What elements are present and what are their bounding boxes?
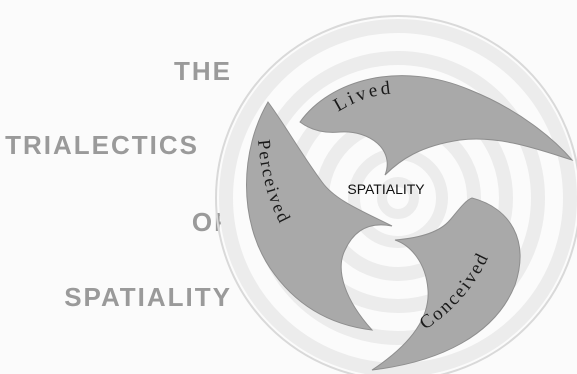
title-line-trialectics: TRIALECTICS [5, 130, 199, 160]
arm-lived [299, 75, 574, 176]
arm-perceived [246, 101, 393, 331]
outer-rim [215, 15, 577, 374]
title-line-spatiality: SPATIALITY [64, 282, 232, 312]
title-line-the: THE [174, 56, 232, 86]
center-label: SPATIALITY [347, 181, 425, 197]
arm-conceived [371, 197, 521, 371]
